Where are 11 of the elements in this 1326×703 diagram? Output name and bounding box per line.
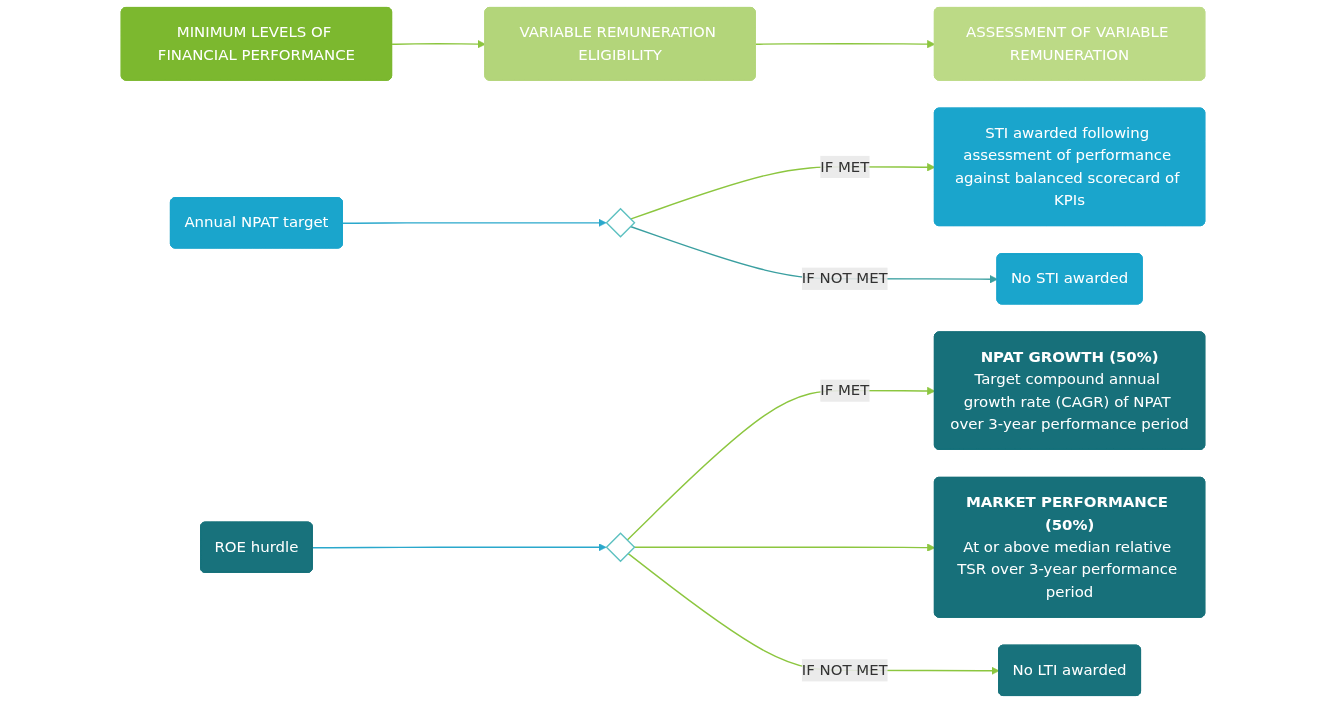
arrow [312,543,607,552]
edge-label: IF MET [820,381,870,400]
node-diamond [605,207,636,238]
edge-label: IF NOT MET [801,661,888,679]
edge-label: IF MET [820,157,870,176]
edge-label: IF NOT MET [801,269,888,288]
arrow [755,40,936,49]
arrow [342,218,607,227]
node-diamond [605,532,636,563]
arrow [633,543,936,552]
arrow [391,40,486,49]
